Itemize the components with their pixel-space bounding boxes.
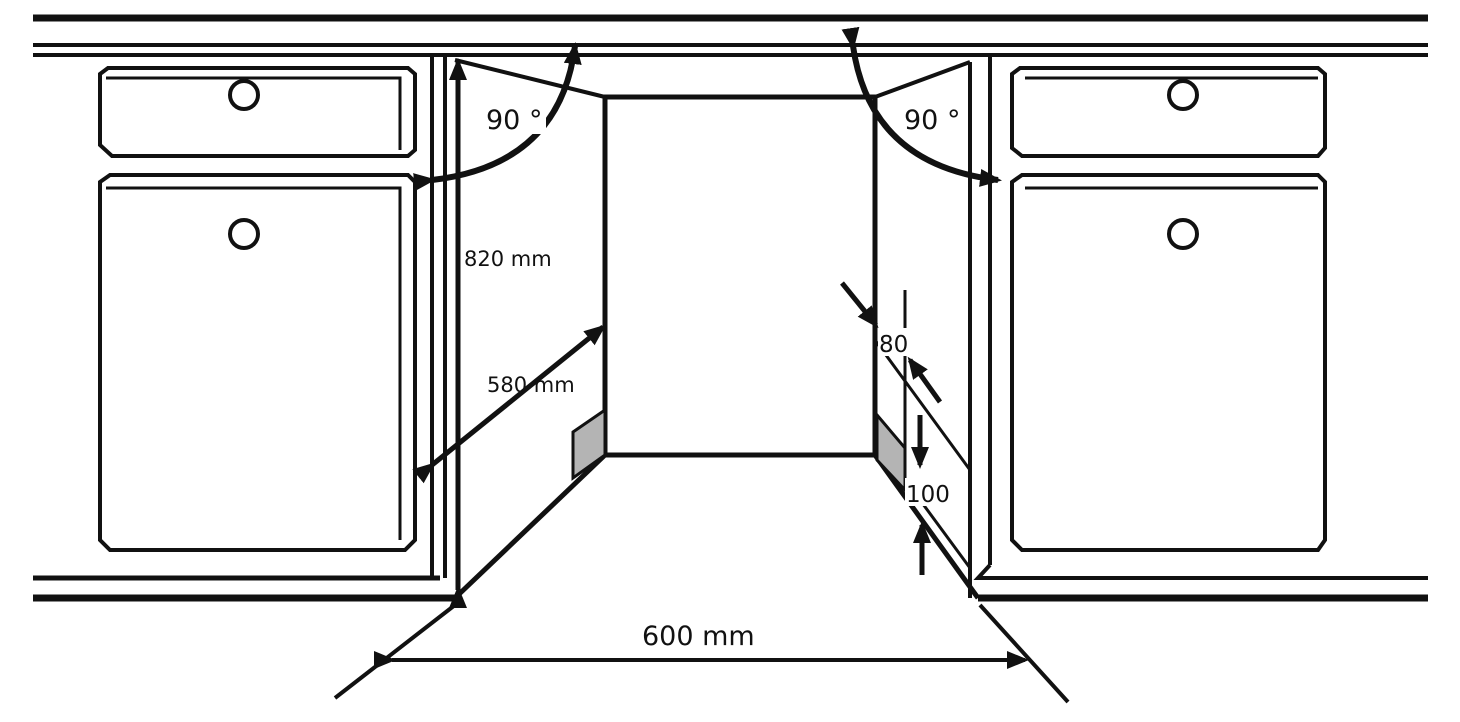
door-knob-icon [228, 218, 260, 250]
worktop [33, 14, 1428, 57]
dimension-width [333, 603, 1070, 704]
dimension-depth [412, 324, 607, 484]
gap-bottom-label: 100 [906, 482, 950, 508]
angle-left-label: 90 ° [486, 105, 542, 136]
door-knob-icon [1167, 218, 1199, 250]
gap-top-label: 80 [879, 332, 908, 358]
width-label: 600 mm [642, 621, 755, 652]
angle-right [841, 26, 1002, 187]
depth-label: 580 mm [487, 373, 575, 397]
drawer-knob-icon [228, 79, 260, 111]
angle-left [413, 42, 582, 192]
left-cabinet [33, 55, 455, 602]
dimension-gaps [840, 281, 943, 575]
left-plinth-block [571, 407, 607, 481]
angle-right-label: 90 ° [904, 105, 960, 136]
height-label: 820 mm [464, 247, 552, 271]
drawer-knob-icon [1167, 79, 1199, 111]
right-cabinet [973, 55, 1428, 602]
